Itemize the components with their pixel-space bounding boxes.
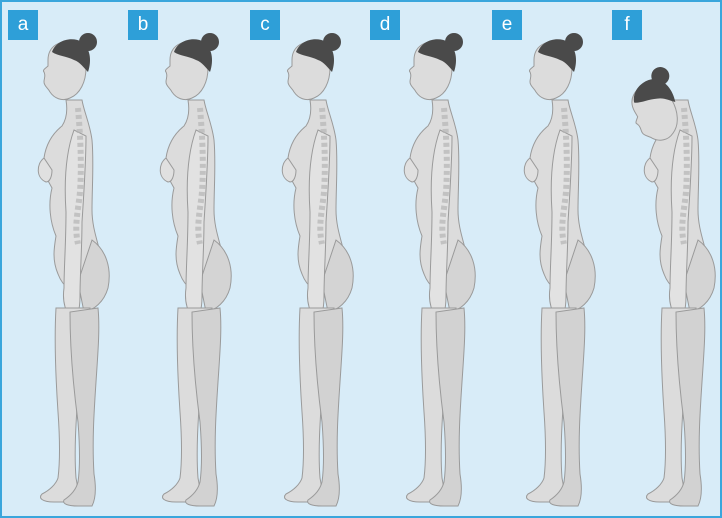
figure-d (404, 33, 475, 506)
figure-a (38, 33, 109, 506)
figure-b (160, 33, 231, 506)
figure-e (524, 33, 595, 506)
figure-f (617, 64, 715, 506)
figure-c (282, 33, 353, 506)
